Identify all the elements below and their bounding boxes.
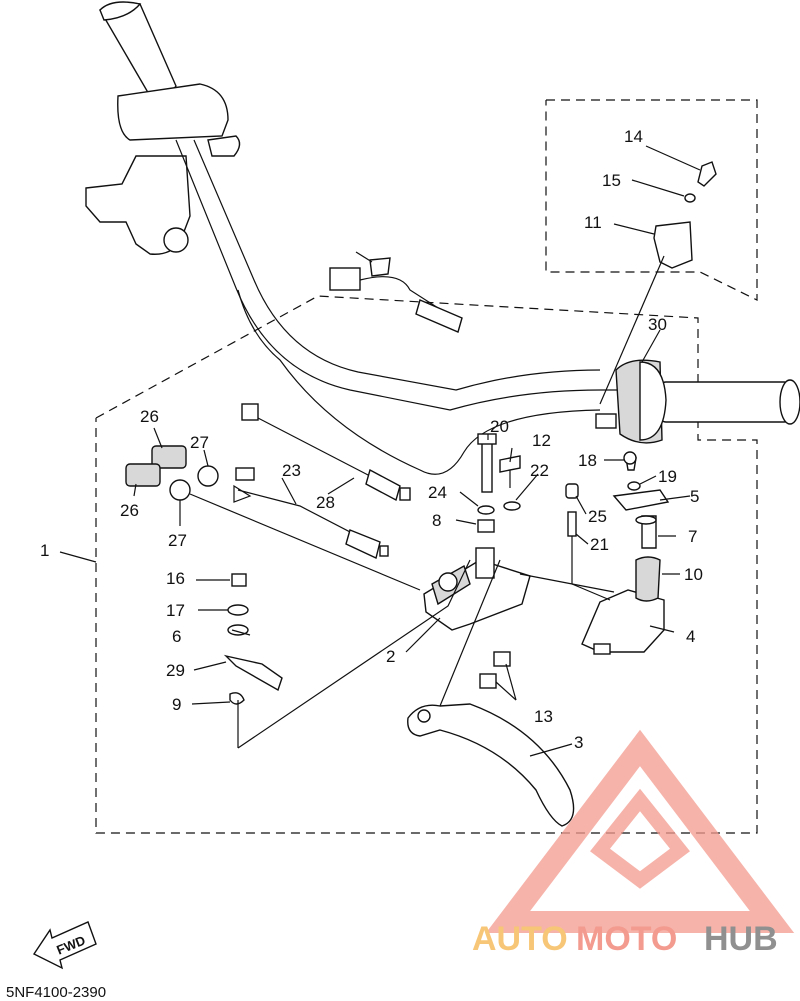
label-23: 23: [282, 461, 301, 480]
label-9: 9: [172, 695, 181, 714]
label-17: 17: [166, 601, 185, 620]
fasteners: [223, 433, 521, 705]
lever: [407, 559, 575, 827]
assembly-outlines: [95, 99, 758, 834]
label-19: 19: [658, 467, 677, 486]
label-20: 20: [490, 417, 509, 436]
watermark: AUTO MOTO HUB: [472, 729, 795, 958]
label-10: 10: [684, 565, 703, 584]
watermark-hub: HUB: [704, 920, 778, 958]
leader-lines: [59, 145, 701, 757]
label-16: 16: [166, 569, 185, 588]
label-6: 6: [172, 627, 181, 646]
label-14: 14: [624, 127, 643, 146]
label-27-top: 27: [190, 433, 209, 452]
bracket-group: [599, 161, 717, 405]
label-30: 30: [648, 315, 667, 334]
label-29: 29: [166, 661, 185, 680]
label-22: 22: [530, 461, 549, 480]
label-27-bottom: 27: [168, 531, 187, 550]
lever-holder: [423, 547, 531, 631]
watermark-moto: MOTO: [576, 920, 677, 958]
switch-wiring: [329, 251, 463, 333]
label-12: 12: [532, 431, 551, 450]
cables: [233, 403, 411, 559]
label-11: 11: [584, 213, 602, 232]
label-4: 4: [686, 627, 695, 646]
label-21: 21: [590, 535, 609, 554]
label-1: 1: [40, 541, 49, 560]
lever-bracket: [519, 451, 670, 655]
label-28: 28: [316, 493, 335, 512]
watermark-auto: AUTO: [472, 920, 568, 958]
label-18: 18: [578, 451, 597, 470]
label-13: 13: [534, 707, 553, 726]
label-3: 3: [574, 733, 583, 752]
label-25: 25: [588, 507, 607, 526]
label-26-bottom: 26: [120, 501, 139, 520]
label-8: 8: [432, 511, 441, 530]
label-7: 7: [688, 527, 697, 546]
part-labels: 1 2 3 4 5 6 7 8 9 10 11 12 13 14 15 16 1…: [40, 127, 703, 752]
label-15: 15: [602, 171, 621, 190]
throttle-housing: [595, 359, 667, 444]
diagram-code: 5NF4100-2390: [6, 984, 107, 1001]
label-26-top: 26: [140, 407, 159, 426]
adjuster-parts: [125, 445, 219, 501]
handlebar: [85, 1, 800, 475]
fwd-arrow-icon: FWD: [32, 921, 97, 970]
label-24: 24: [428, 483, 447, 502]
label-5: 5: [690, 487, 699, 506]
label-2: 2: [386, 647, 395, 666]
